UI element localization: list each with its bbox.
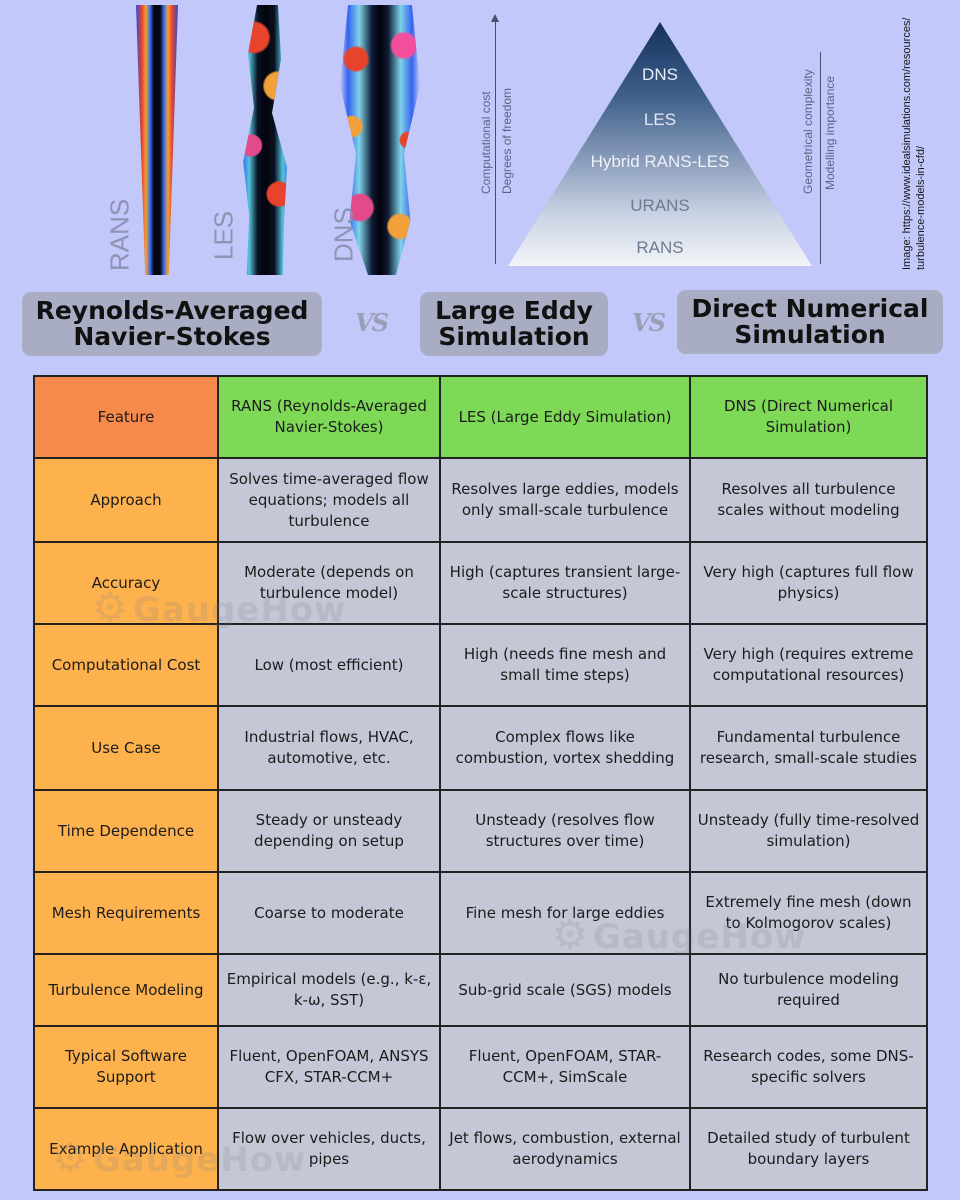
pyramid-level-hybrid: Hybrid RANS-LES <box>590 152 730 171</box>
value-cell: Fluent, OpenFOAM, ANSYS CFX, STAR-CCM+ <box>217 1025 441 1109</box>
value-cell: No turbulence modeling required <box>689 953 928 1027</box>
feature-cell: Computational Cost <box>33 623 219 707</box>
value-cell: Detailed study of turbulent boundary lay… <box>689 1107 928 1191</box>
table-header-row: Feature RANS (Reynolds-Averaged Navier-S… <box>33 375 928 459</box>
rans-flow-image <box>136 5 178 275</box>
value-cell: Sub-grid scale (SGS) models <box>439 953 691 1027</box>
les-flow-image <box>243 5 287 275</box>
value-cell: Industrial flows, HVAC, automotive, etc. <box>217 705 441 791</box>
complexity-pyramid <box>508 22 812 266</box>
dns-flow-image <box>340 5 420 275</box>
value-cell: Steady or unsteady depending on setup <box>217 789 441 873</box>
source-line-2: turbulence-models-in-cfd/ <box>915 145 927 270</box>
rans-image-label: RANS <box>104 198 135 272</box>
header-dns: DNS (Direct Numerical Simulation) <box>689 375 928 459</box>
source-line-1: Image: https://www.idealsimulations.com/… <box>901 17 913 271</box>
header-les: LES (Large Eddy Simulation) <box>439 375 691 459</box>
pyramid-level-dns: DNS <box>642 65 678 84</box>
value-cell: Resolves all turbulence scales without m… <box>689 457 928 543</box>
value-cell: Unsteady (resolves flow structures over … <box>439 789 691 873</box>
right-axis-line <box>820 52 821 264</box>
pyramid-level-rans: RANS <box>636 238 684 257</box>
vs-label-1: VS <box>355 308 389 337</box>
value-cell: Resolves large eddies, models only small… <box>439 457 691 543</box>
feature-cell: Typical Software Support <box>33 1025 219 1109</box>
feature-cell: Example Application <box>33 1107 219 1191</box>
pyramid-level-les: LES <box>643 110 677 129</box>
feature-cell: Turbulence Modeling <box>33 953 219 1027</box>
value-cell: Very high (captures full flow physics) <box>689 541 928 625</box>
value-cell: Very high (requires extreme computationa… <box>689 623 928 707</box>
pyramid-level-urans: URANS <box>630 196 690 215</box>
value-cell: High (captures transient large-scale str… <box>439 541 691 625</box>
right-axis-label-1: Geometrical complexity <box>801 69 815 194</box>
rans-title: Reynolds-Averaged Navier-Stokes <box>22 292 322 356</box>
left-axis-label-1: Computational cost <box>479 91 493 194</box>
header-rans: RANS (Reynolds-Averaged Navier-Stokes) <box>217 375 441 459</box>
dns-image-label: DNS <box>328 207 359 263</box>
value-cell: Low (most efficient) <box>217 623 441 707</box>
left-axis-label-2: Degrees of freedom <box>500 87 514 194</box>
value-cell: Empirical models (e.g., k-ε, k-ω, SST) <box>217 953 441 1027</box>
comparison-table: Feature RANS (Reynolds-Averaged Navier-S… <box>33 375 928 1191</box>
feature-cell: Time Dependence <box>33 789 219 873</box>
left-axis-line <box>495 22 496 264</box>
header-feature: Feature <box>33 375 219 459</box>
value-cell: Fluent, OpenFOAM, STAR-CCM+, SimScale <box>439 1025 691 1109</box>
image-source-credit: Image: https://www.idealsimulations.com/… <box>900 8 940 271</box>
left-axis-arrow-icon <box>491 14 499 22</box>
les-image-label: LES <box>208 210 239 260</box>
value-cell: Coarse to moderate <box>217 871 441 955</box>
les-title: Large Eddy Simulation <box>420 292 608 356</box>
value-cell: Fine mesh for large eddies <box>439 871 691 955</box>
value-cell: Complex flows like combustion, vortex sh… <box>439 705 691 791</box>
feature-cell: Mesh Requirements <box>33 871 219 955</box>
value-cell: Moderate (depends on turbulence model) <box>217 541 441 625</box>
value-cell: Fundamental turbulence research, small-s… <box>689 705 928 791</box>
value-cell: Jet flows, combustion, external aerodyna… <box>439 1107 691 1191</box>
dns-title: Direct Numerical Simulation <box>677 290 943 354</box>
feature-cell: Approach <box>33 457 219 543</box>
vs-label-2: VS <box>632 308 666 337</box>
feature-cell: Accuracy <box>33 541 219 625</box>
value-cell: Research codes, some DNS-specific solver… <box>689 1025 928 1109</box>
value-cell: Flow over vehicles, ducts, pipes <box>217 1107 441 1191</box>
value-cell: High (needs fine mesh and small time ste… <box>439 623 691 707</box>
right-axis-label-2: Modelling importance <box>823 75 837 190</box>
feature-cell: Use Case <box>33 705 219 791</box>
value-cell: Extremely fine mesh (down to Kolmogorov … <box>689 871 928 955</box>
value-cell: Unsteady (fully time-resolved simulation… <box>689 789 928 873</box>
value-cell: Solves time-averaged flow equations; mod… <box>217 457 441 543</box>
